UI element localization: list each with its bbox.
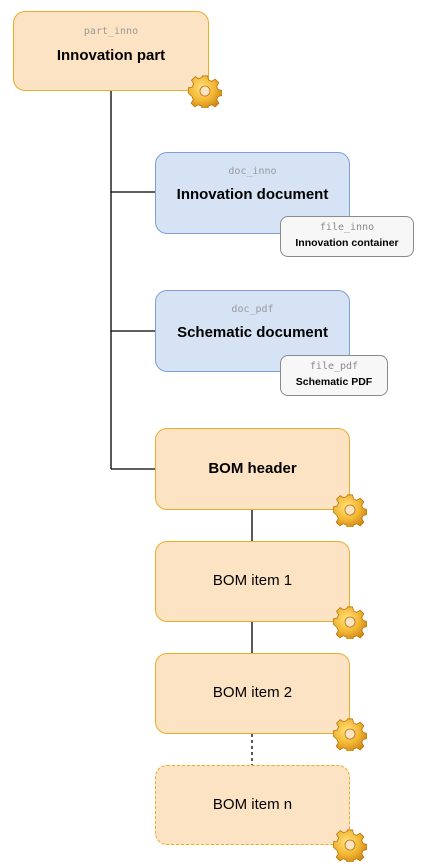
doc-pdf-label: Schematic document	[177, 323, 328, 341]
part-inno-id: part_inno	[83, 26, 139, 38]
part-inno-label: Innovation part	[56, 47, 166, 65]
bom-item-n-node[interactable]: BOM item n	[155, 765, 350, 845]
bom-item-1-label: BOM item 1	[212, 572, 293, 590]
gear-icon	[333, 606, 367, 639]
bom-item-2-node[interactable]: BOM item 2	[155, 653, 350, 734]
part-inno-node[interactable]: part_inno Innovation part	[13, 11, 209, 91]
file-inno-label: Innovation container	[295, 237, 399, 250]
gear-icon	[333, 494, 367, 527]
gear-icon	[333, 718, 367, 751]
bom-header-label: BOM header	[208, 459, 297, 477]
file-pdf-node[interactable]: file_pdf Schematic PDF	[280, 355, 388, 396]
file-pdf-label: Schematic PDF	[295, 376, 373, 389]
file-inno-id: file_inno	[319, 222, 375, 234]
doc-inno-id: doc_inno	[228, 165, 277, 177]
bom-item-n-label: BOM item n	[212, 795, 293, 813]
gear-icon	[188, 75, 222, 108]
gear-icon	[333, 829, 367, 862]
bom-item-1-node[interactable]: BOM item 1	[155, 541, 350, 622]
doc-inno-label: Innovation document	[176, 185, 329, 203]
file-pdf-id: file_pdf	[309, 361, 359, 373]
bom-item-2-label: BOM item 2	[212, 684, 293, 702]
bom-header-node[interactable]: BOM header	[155, 428, 350, 510]
file-inno-node[interactable]: file_inno Innovation container	[280, 216, 414, 257]
doc-pdf-id: doc_pdf	[231, 303, 274, 315]
